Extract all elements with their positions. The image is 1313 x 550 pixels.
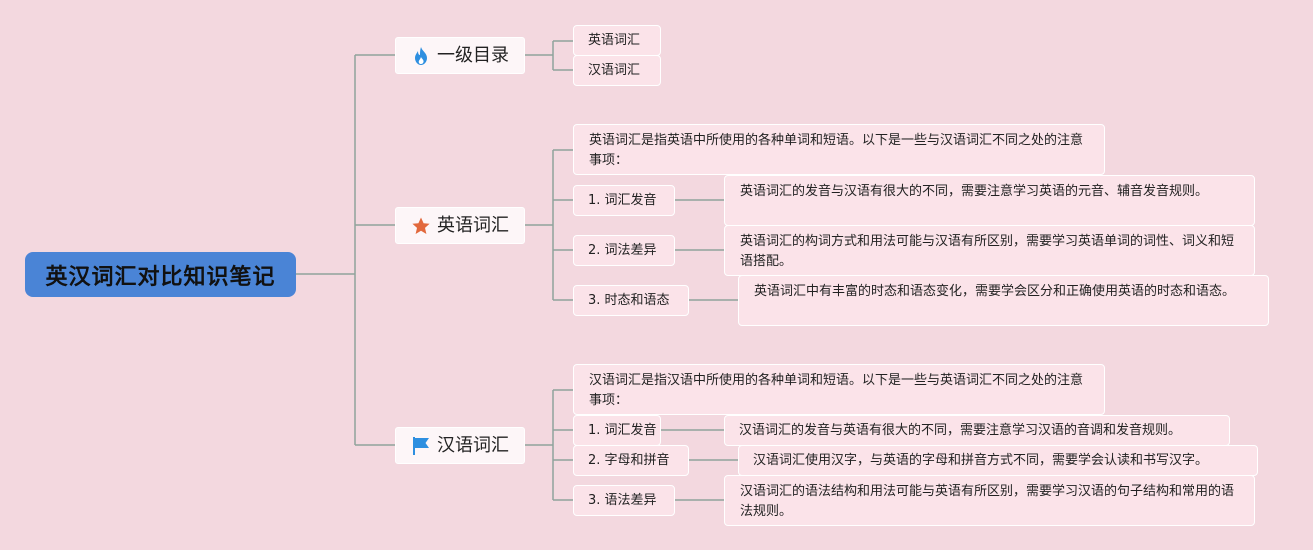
chinese-detail-pronunciation[interactable]: 汉语词汇的发音与英语有很大的不同，需要注意学习汉语的音调和发音规则。: [724, 415, 1230, 446]
english-item-tense-voice[interactable]: 3. 时态和语态: [573, 285, 689, 316]
detail-text: 英语词汇的构词方式和用法可能与汉语有所区别，需要学习英语单词的词性、词义和短语搭…: [740, 234, 1235, 269]
branch-label: 一级目录: [437, 44, 509, 66]
english-item-morphology[interactable]: 2. 词法差异: [573, 235, 675, 266]
intro-text: 英语词汇是指英语中所使用的各种单词和短语。以下是一些与汉语词汇不同之处的注意事项…: [589, 133, 1084, 168]
branch-label: 英语词汇: [437, 214, 509, 236]
branch-chinese-vocab[interactable]: 汉语词汇: [395, 427, 525, 464]
english-detail-pronunciation[interactable]: 英语词汇的发音与汉语有很大的不同，需要注意学习英语的元音、辅音发音规则。: [724, 175, 1255, 226]
english-detail-tense-voice[interactable]: 英语词汇中有丰富的时态和语态变化，需要学会区分和正确使用英语的时态和语态。: [738, 275, 1269, 326]
chinese-detail-grammar[interactable]: 汉语词汇的语法结构和用法可能与英语有所区别，需要学习汉语的句子结构和常用的语法规…: [724, 475, 1255, 526]
directory-item-chinese[interactable]: 汉语词汇: [573, 55, 661, 86]
item-label: 1. 词汇发音: [588, 192, 657, 208]
detail-text: 汉语词汇的发音与英语有很大的不同，需要注意学习汉语的音调和发音规则。: [739, 422, 1182, 438]
flag-icon: [411, 436, 431, 456]
english-item-pronunciation[interactable]: 1. 词汇发音: [573, 185, 675, 216]
chinese-item-characters[interactable]: 2. 字母和拼音: [573, 445, 689, 476]
intro-text: 汉语词汇是指汉语中所使用的各种单词和短语。以下是一些与英语词汇不同之处的注意事项…: [589, 373, 1084, 408]
root-topic[interactable]: 英汉词汇对比知识笔记: [25, 252, 296, 297]
chinese-item-grammar[interactable]: 3. 语法差异: [573, 485, 675, 516]
leaf-label: 英语词汇: [588, 32, 641, 48]
directory-item-english[interactable]: 英语词汇: [573, 25, 661, 56]
branch-directory[interactable]: 一级目录: [395, 37, 525, 74]
leaf-label: 汉语词汇: [588, 62, 641, 78]
branch-english-vocab[interactable]: 英语词汇: [395, 207, 525, 244]
item-label: 3. 时态和语态: [588, 292, 670, 308]
english-intro-note[interactable]: 英语词汇是指英语中所使用的各种单词和短语。以下是一些与汉语词汇不同之处的注意事项…: [573, 124, 1105, 175]
chinese-intro-note[interactable]: 汉语词汇是指汉语中所使用的各种单词和短语。以下是一些与英语词汇不同之处的注意事项…: [573, 364, 1105, 415]
detail-text: 汉语词汇的语法结构和用法可能与英语有所区别，需要学习汉语的句子结构和常用的语法规…: [740, 484, 1235, 519]
flame-icon: [411, 46, 431, 66]
item-label: 2. 字母和拼音: [588, 452, 670, 468]
branch-label: 汉语词汇: [437, 434, 509, 456]
english-detail-morphology[interactable]: 英语词汇的构词方式和用法可能与汉语有所区别，需要学习英语单词的词性、词义和短语搭…: [724, 225, 1255, 276]
detail-text: 英语词汇中有丰富的时态和语态变化，需要学会区分和正确使用英语的时态和语态。: [754, 284, 1236, 299]
item-label: 1. 词汇发音: [588, 422, 657, 438]
star-icon: [411, 216, 431, 236]
detail-text: 汉语词汇使用汉字，与英语的字母和拼音方式不同，需要学会认读和书写汉字。: [753, 452, 1209, 468]
item-label: 3. 语法差异: [588, 492, 657, 508]
chinese-detail-characters[interactable]: 汉语词汇使用汉字，与英语的字母和拼音方式不同，需要学会认读和书写汉字。: [738, 445, 1258, 476]
detail-text: 英语词汇的发音与汉语有很大的不同，需要注意学习英语的元音、辅音发音规则。: [740, 184, 1209, 199]
chinese-item-pronunciation[interactable]: 1. 词汇发音: [573, 415, 661, 446]
item-label: 2. 词法差异: [588, 242, 657, 258]
